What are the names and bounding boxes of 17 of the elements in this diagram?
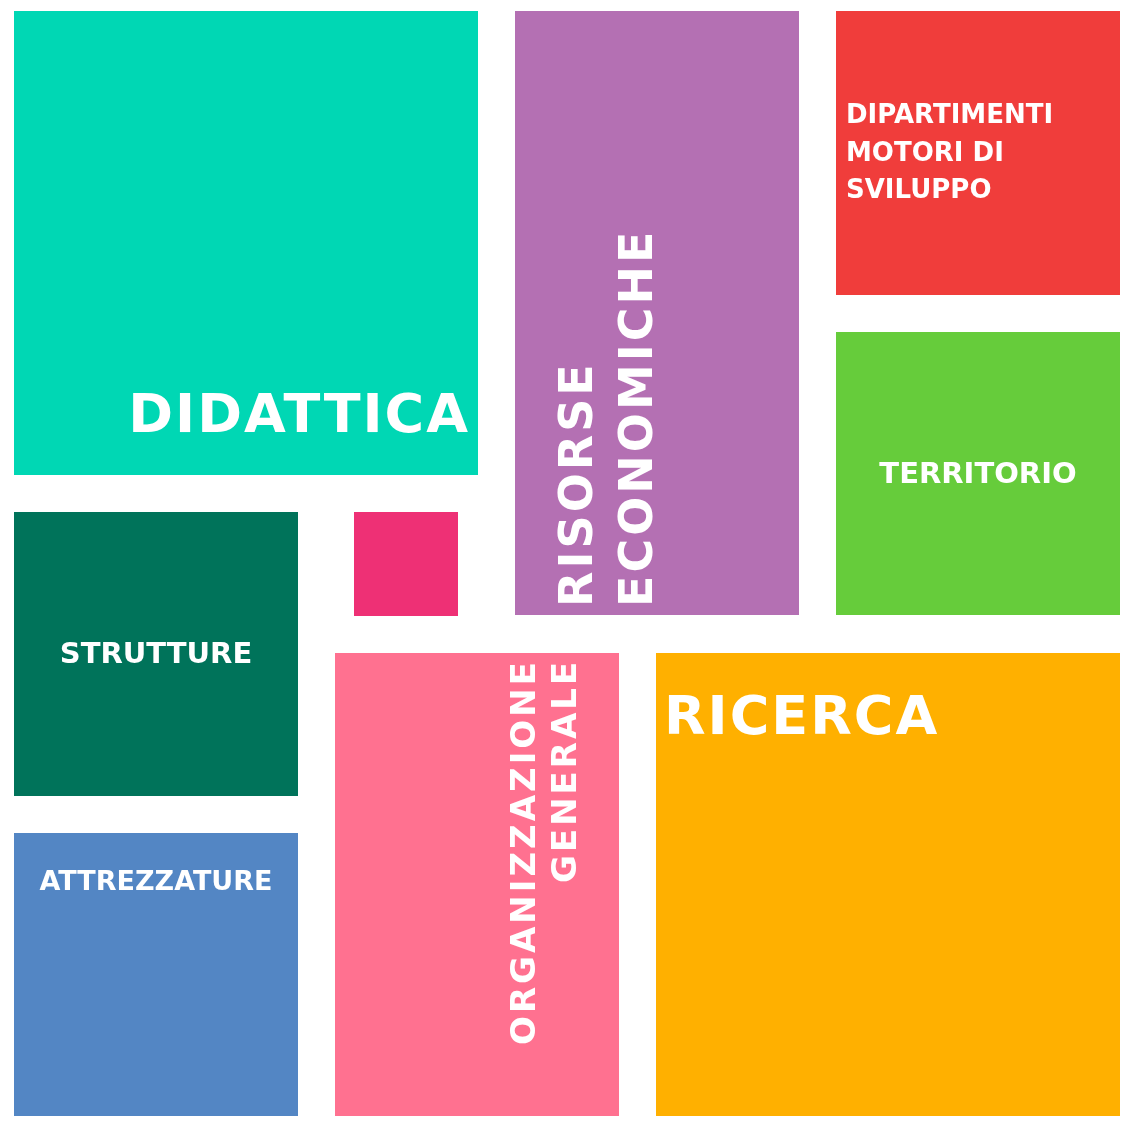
- tile-label: STRUTTURE: [58, 637, 254, 671]
- tile-label: DIDATTICA: [128, 382, 470, 445]
- tile-label: RISORSE ECONOMICHE: [548, 227, 664, 607]
- tile-label: TERRITORIO: [878, 456, 1078, 491]
- tile-label: ORGANIZZAZIONE GENERALE: [503, 659, 585, 1047]
- category-tile: [836, 332, 1120, 615]
- category-tile: [14, 512, 298, 796]
- category-tile: [14, 833, 298, 1116]
- category-tile: [836, 11, 1120, 295]
- category-tile: [656, 653, 1120, 1116]
- category-tile: [14, 11, 478, 475]
- category-tile: [335, 653, 619, 1116]
- tile-label: RICERCA: [664, 685, 940, 748]
- tile: [354, 512, 458, 616]
- tile-label: DIPARTIMENTI MOTORI DI SVILUPPO: [846, 98, 1055, 207]
- tile-label: ATTREZZATURE: [38, 865, 274, 897]
- category-tile: [515, 11, 799, 615]
